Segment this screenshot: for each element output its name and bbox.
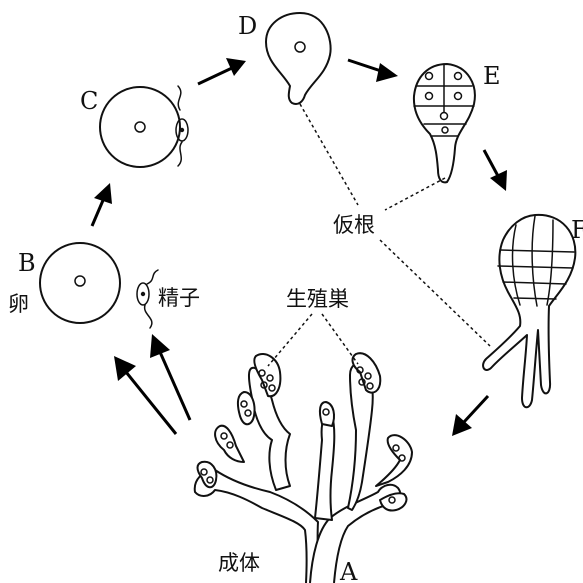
arrow-f-to-a-head	[452, 414, 472, 436]
rhizoid-label: 仮根	[333, 213, 375, 237]
cycle-arrows	[90, 58, 507, 436]
receptacle-center	[318, 401, 335, 427]
sperm-c-body	[175, 118, 189, 142]
leader-organ-left	[267, 313, 313, 367]
sperm-b-flagellum-bottom	[143, 304, 153, 329]
conceptacle	[266, 374, 274, 382]
egg-b-nucleus	[74, 275, 86, 287]
egg-label: 卵	[8, 292, 29, 316]
sperm-b-flagellum-top	[146, 269, 159, 285]
conceptacle	[206, 476, 214, 484]
sporeling-f-wall	[502, 281, 567, 285]
zygote-d-nucleus	[294, 41, 306, 53]
receptacle-left-inner	[236, 391, 256, 426]
arrow-a-to-egg	[124, 371, 178, 435]
egg-b-outline	[39, 242, 121, 324]
conceptacle	[258, 369, 266, 377]
arrow-c-to-d-head	[226, 58, 246, 76]
stage-label-a: A	[339, 558, 358, 583]
embryo-e-cell	[424, 91, 434, 101]
sporeling-f-wall	[497, 265, 574, 269]
embryo-e-cell	[453, 71, 463, 81]
arrow-e-to-f	[482, 149, 500, 177]
conceptacle	[240, 400, 248, 408]
receptacle-left-mid	[214, 424, 245, 463]
conceptacle	[392, 444, 400, 452]
conceptacle	[260, 381, 268, 389]
egg-c-outline	[99, 86, 181, 168]
stage-c-fertilization	[99, 85, 189, 168]
leader-rhizoid-f	[379, 239, 491, 347]
arrow-a-to-sperm-head	[150, 334, 170, 358]
conceptacle	[322, 408, 330, 416]
conceptacle	[226, 441, 234, 449]
sperm-c-flagellum-bottom	[177, 141, 183, 167]
receptacle-left-bottom	[196, 460, 218, 489]
receptacle-right-bottom	[379, 492, 408, 512]
arrow-f-to-a	[462, 394, 490, 424]
arrow-a-to-egg-head	[114, 356, 136, 381]
conceptacle	[244, 409, 252, 417]
arrow-e-to-f-head	[490, 170, 507, 191]
conceptacle	[358, 378, 366, 386]
arrow-b-to-c	[90, 197, 106, 227]
sporeling-f-wall	[531, 215, 538, 307]
conceptacles	[200, 366, 406, 504]
adult-label: 成体	[218, 551, 260, 575]
leader-rhizoid-e	[384, 177, 446, 211]
conceptacle	[364, 372, 372, 380]
leader-rhizoid-d	[299, 103, 359, 206]
conceptacle	[268, 384, 276, 392]
sperm-b-body	[136, 282, 150, 306]
leader-lines	[267, 103, 491, 367]
stage-a-adult	[193, 352, 413, 583]
embryo-e-cell	[453, 91, 463, 101]
leader-organ-right	[321, 313, 359, 365]
conceptacle	[398, 454, 406, 462]
arrow-a-to-sperm	[158, 351, 192, 421]
stage-label-c: C	[80, 87, 98, 115]
stage-label-b: B	[18, 249, 36, 277]
sporeling-f-outline	[482, 213, 577, 409]
sperm-label: 精子	[158, 286, 200, 310]
stage-label-e: E	[483, 62, 501, 90]
stage-f-sporeling	[482, 213, 577, 409]
sporeling-f-wall	[511, 224, 521, 306]
egg-c-nucleus	[134, 121, 146, 133]
conceptacle	[356, 366, 364, 374]
stage-label-d: D	[238, 12, 257, 40]
stage-d-zygote	[265, 12, 332, 105]
sporeling-f-wall	[546, 219, 554, 306]
adult-branch-center	[314, 413, 336, 521]
conceptacle	[366, 382, 374, 390]
embryo-e-cell	[439, 111, 449, 121]
stage-e-embryo	[412, 63, 476, 184]
stage-b-gametes	[39, 242, 159, 329]
sperm-c-dot	[179, 127, 185, 133]
text-labels: C D E F B A 卵 精子 仮根 生殖巣 成体	[8, 12, 583, 583]
conceptacle	[200, 468, 208, 476]
zygote-d-outline	[265, 12, 332, 105]
conceptacle	[388, 496, 396, 504]
conceptacle	[220, 432, 228, 440]
arrow-c-to-d	[197, 66, 233, 86]
sperm-b-dot	[140, 291, 146, 297]
arrow-b-to-c-head	[94, 183, 112, 204]
receptacle-right-lower	[375, 434, 413, 487]
arrow-d-to-e	[347, 58, 385, 74]
embryo-e-cell	[441, 126, 449, 134]
sperm-c-flagellum-top	[177, 85, 182, 111]
embryo-e-cell	[424, 71, 434, 81]
arrow-d-to-e-head	[376, 63, 398, 82]
reproductive-organ-label: 生殖巣	[286, 287, 349, 311]
stage-label-f: F	[571, 216, 583, 244]
